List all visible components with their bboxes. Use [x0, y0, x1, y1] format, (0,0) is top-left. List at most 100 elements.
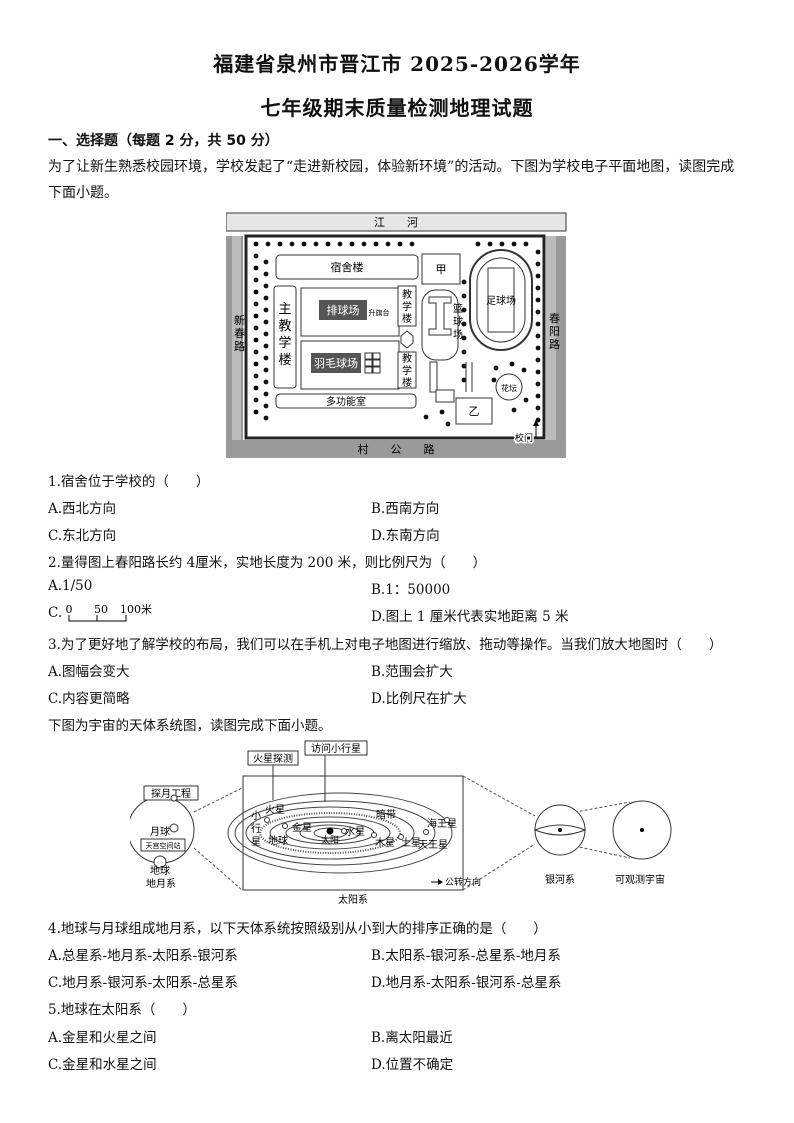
tree-dot — [461, 279, 467, 285]
svg-text:地球: 地球 — [150, 864, 170, 877]
svg-text:地球: 地球 — [268, 834, 288, 847]
tree-dot — [535, 345, 541, 351]
svg-text:0: 0 — [66, 603, 73, 616]
svg-text:阳: 阳 — [549, 325, 560, 338]
teaching-building-south — [397, 351, 417, 389]
mars-probe-label: 火星探测 — [253, 752, 293, 765]
svg-text:天宫空间站: 天宫空间站 — [146, 841, 181, 850]
tree-dot — [263, 403, 269, 409]
q2-option-a: A.1/50 — [48, 578, 93, 594]
tree-dot — [397, 241, 403, 247]
svg-text:篮: 篮 — [453, 302, 463, 315]
svg-text:学: 学 — [402, 300, 412, 313]
tree-dot — [535, 333, 541, 339]
q4-option-d: D.地月系-太阳系-银河系-总星系 — [371, 975, 562, 991]
multifunction-room — [275, 393, 417, 409]
q2-option-b: B.1：50000 — [371, 582, 451, 598]
q5-option-b: B.离太阳最近 — [371, 1030, 453, 1046]
multifunction-label: 多功能室 — [326, 395, 366, 408]
q3-option-c: C.内容更简略 — [48, 691, 130, 707]
solar-system-label: 太阳系 — [338, 893, 368, 906]
tree-dot — [349, 241, 355, 247]
q4-stem: 4.地球与月球组成地月系，以下天体系统按照级别从小到大的排序正确的是（ ） — [48, 921, 547, 937]
tree-dot — [535, 369, 541, 375]
svg-text:月球: 月球 — [150, 825, 170, 838]
q2-option-c-prefix: C. — [48, 605, 63, 621]
gate-label: 校门 — [515, 432, 533, 444]
tree-dot — [253, 349, 259, 355]
svg-text:天王星: 天王星 — [418, 839, 448, 851]
tree-dot — [535, 261, 541, 267]
tree-dot — [253, 313, 259, 319]
q5-option-d: D.位置不确定 — [371, 1057, 454, 1073]
tree-dot — [535, 273, 541, 279]
svg-text:海王星: 海王星 — [427, 817, 457, 830]
svg-text:小: 小 — [251, 810, 261, 822]
flower-bed — [495, 373, 523, 401]
tree-dot — [253, 277, 259, 283]
section-heading: 一、选择题（每题 2 分，共 50 分） — [48, 133, 279, 149]
tree-dot — [253, 361, 259, 367]
chunyang-road-label: 春 阳 路 — [549, 312, 560, 351]
lunar-probe-label: 探月工程 — [151, 787, 191, 800]
volleyball-label: 排球场 — [327, 303, 360, 317]
tree-dot — [461, 321, 467, 327]
tree-dot — [253, 409, 259, 415]
earth-moon-system-label: 地月系 — [146, 877, 176, 890]
xinchun-road-label: 新 春 路 — [234, 313, 245, 353]
intro1-line1: 为了让新生熟悉校园环境，学校发起了“走进新校园，体验新环境”的活动。下图为学校电… — [48, 159, 735, 175]
svg-text:教: 教 — [402, 352, 412, 365]
tree-dot — [535, 309, 541, 315]
svg-text:楼: 楼 — [402, 376, 412, 389]
line-scale-bar: 0 50 100米 — [66, 603, 152, 622]
svg-text:水星: 水星 — [345, 826, 365, 838]
tree-dot — [253, 337, 259, 343]
building-yi — [455, 397, 493, 425]
tree-dot — [361, 241, 367, 247]
volleyball-court — [319, 300, 367, 320]
tree-dot — [313, 241, 319, 247]
q3-stem: 3.为了更好地了解学校的布局，我们可以在手机上对电子地图进行缩放、拖动等操作。当… — [48, 637, 723, 653]
svg-text:主: 主 — [278, 302, 291, 317]
tree-dot — [253, 289, 259, 295]
tree-dot — [265, 241, 271, 247]
tree-dot — [535, 393, 541, 399]
tree-dot — [263, 367, 269, 373]
title-line1: 福建省泉州市晋江市 2025-2026学年 — [213, 52, 581, 76]
flag-platform-label: 升旗台 — [369, 308, 390, 317]
intro2: 下图为宇宙的天体系统图，读图完成下面小题。 — [48, 718, 332, 734]
river-label: 江 河 — [374, 216, 418, 229]
tree-dot — [499, 241, 505, 247]
tree-dot — [521, 367, 527, 373]
svg-text:暗带: 暗带 — [376, 808, 396, 821]
tree-dot — [253, 265, 259, 271]
svg-text:学: 学 — [278, 335, 291, 351]
tree-dot — [263, 331, 269, 337]
tree-dot — [263, 355, 269, 361]
svg-text:路: 路 — [549, 338, 560, 351]
tree-dot — [253, 325, 259, 331]
svg-text:球: 球 — [453, 315, 463, 328]
tree-dot — [423, 414, 429, 420]
q1-option-d: D.东南方向 — [371, 528, 440, 544]
q3-option-b: B.范围会扩大 — [371, 664, 453, 680]
tree-dot — [277, 241, 283, 247]
tree-dot — [301, 241, 307, 247]
hexagon-pavilion — [400, 330, 414, 349]
tree-dot — [409, 241, 415, 247]
tree-dot — [263, 295, 269, 301]
tree-dot — [535, 297, 541, 303]
campus-map: 江 河 新 春 路 春 阳 路 村 公 路 宿舍楼 主 教 学 楼 排球场 升旗… — [226, 212, 567, 458]
tree-dot — [445, 421, 451, 427]
football-label: 足球场 — [486, 294, 516, 307]
galaxy-label: 银河系 — [545, 873, 575, 886]
tree-dot — [253, 253, 259, 259]
svg-text:学: 学 — [402, 364, 412, 377]
tree-dot — [263, 379, 269, 385]
svg-text:火星: 火星 — [265, 804, 285, 816]
tree-dot — [511, 407, 517, 413]
tree-dot — [373, 241, 379, 247]
svg-text:土星: 土星 — [401, 836, 421, 849]
building-jia — [421, 253, 461, 285]
tree-dot — [535, 357, 541, 363]
